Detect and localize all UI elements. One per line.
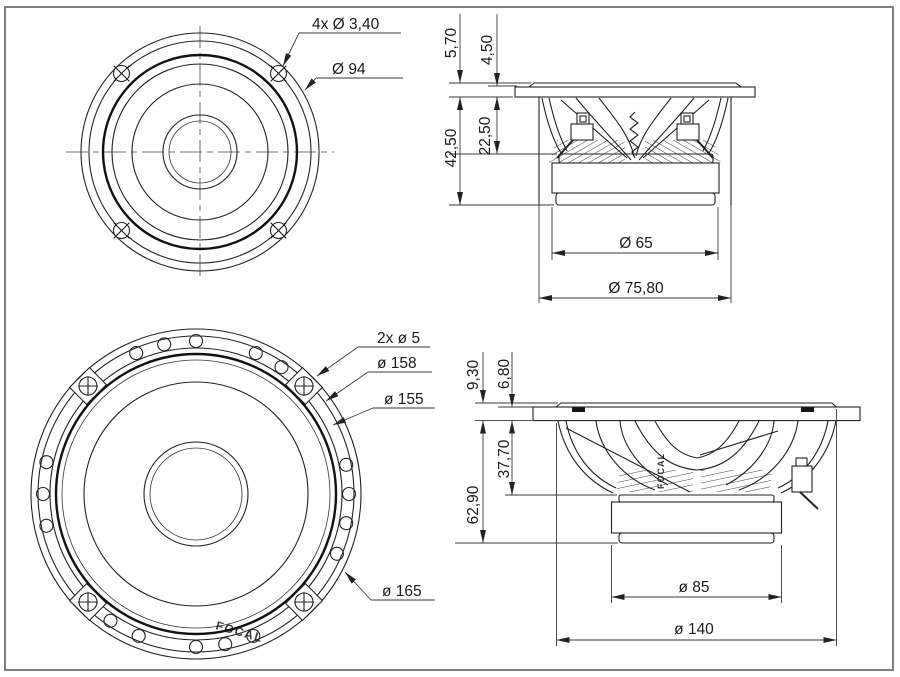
dim-tweeter-magnet-diameter: Ø 65 xyxy=(619,235,653,252)
woofer-magnet xyxy=(610,494,783,544)
woofer-side-brand-logo: FOCAL xyxy=(656,453,666,489)
tweeter-side-dimensions xyxy=(449,14,731,301)
tweeter-front-view: 4x Ø 3,40 Ø 94 xyxy=(66,16,403,278)
label-tweeter-outer-diameter: Ø 94 xyxy=(332,61,366,78)
dim-tweeter-total-depth: 42,50 xyxy=(443,128,460,167)
label-woofer-pins: 2x ø 5 xyxy=(377,330,420,347)
flange-mark-right xyxy=(801,407,814,412)
dim-woofer-basket-depth: 37,70 xyxy=(496,439,513,478)
dim-tweeter-gasket-height: 5,70 xyxy=(443,28,460,59)
woofer-side-view: FOCAL xyxy=(455,352,861,646)
woofer-side-dimensions xyxy=(455,352,837,646)
woofer-spider-hatch-left xyxy=(616,470,693,492)
tweeter-front-leaders xyxy=(282,32,403,91)
dim-woofer-magnet-diameter: ø 85 xyxy=(678,579,709,596)
tweeter-terminals xyxy=(556,112,714,159)
tweeter-magnet xyxy=(551,153,720,206)
spider-hatch-right xyxy=(645,140,721,163)
woofer-spider-hatch-right xyxy=(701,470,772,492)
woofer-brand-logo: FOCAL xyxy=(214,618,265,645)
dim-tweeter-basket-diameter: Ø 75,80 xyxy=(608,280,664,297)
flange-mark-left xyxy=(572,407,585,412)
spider-hatch-left xyxy=(549,140,625,163)
label-woofer-outer-diameter: ø 165 xyxy=(382,583,422,600)
dim-woofer-total-depth: 62,90 xyxy=(465,485,482,524)
mounting-screw-holes xyxy=(112,64,288,240)
woofer-screw-bosses xyxy=(68,366,324,622)
dim-woofer-flange-diameter: ø 140 xyxy=(674,621,714,638)
dim-tweeter-basket-depth: 22,50 xyxy=(477,116,494,155)
woofer-front-view: FOCAL 2x ø 5 ø 158 ø 155 ø 165 xyxy=(30,328,435,660)
label-tweeter-screw-holes: 4x Ø 3,40 xyxy=(312,16,380,33)
tweeter-side-view: 5,70 4,50 22,50 42,50 Ø 65 Ø 75,80 xyxy=(443,14,756,303)
woofer-rim-holes xyxy=(35,333,357,655)
woofer-terminal xyxy=(791,457,819,510)
dim-tweeter-flange-height: 4,50 xyxy=(479,35,496,66)
label-woofer-cutout-diameter: ø 155 xyxy=(384,391,424,408)
dim-woofer-gasket-height: 9,30 xyxy=(465,360,482,391)
dim-woofer-flange-height: 6,80 xyxy=(496,359,513,390)
woofer-front-leaders xyxy=(316,346,435,601)
label-woofer-bolt-circle: ø 158 xyxy=(377,355,417,372)
